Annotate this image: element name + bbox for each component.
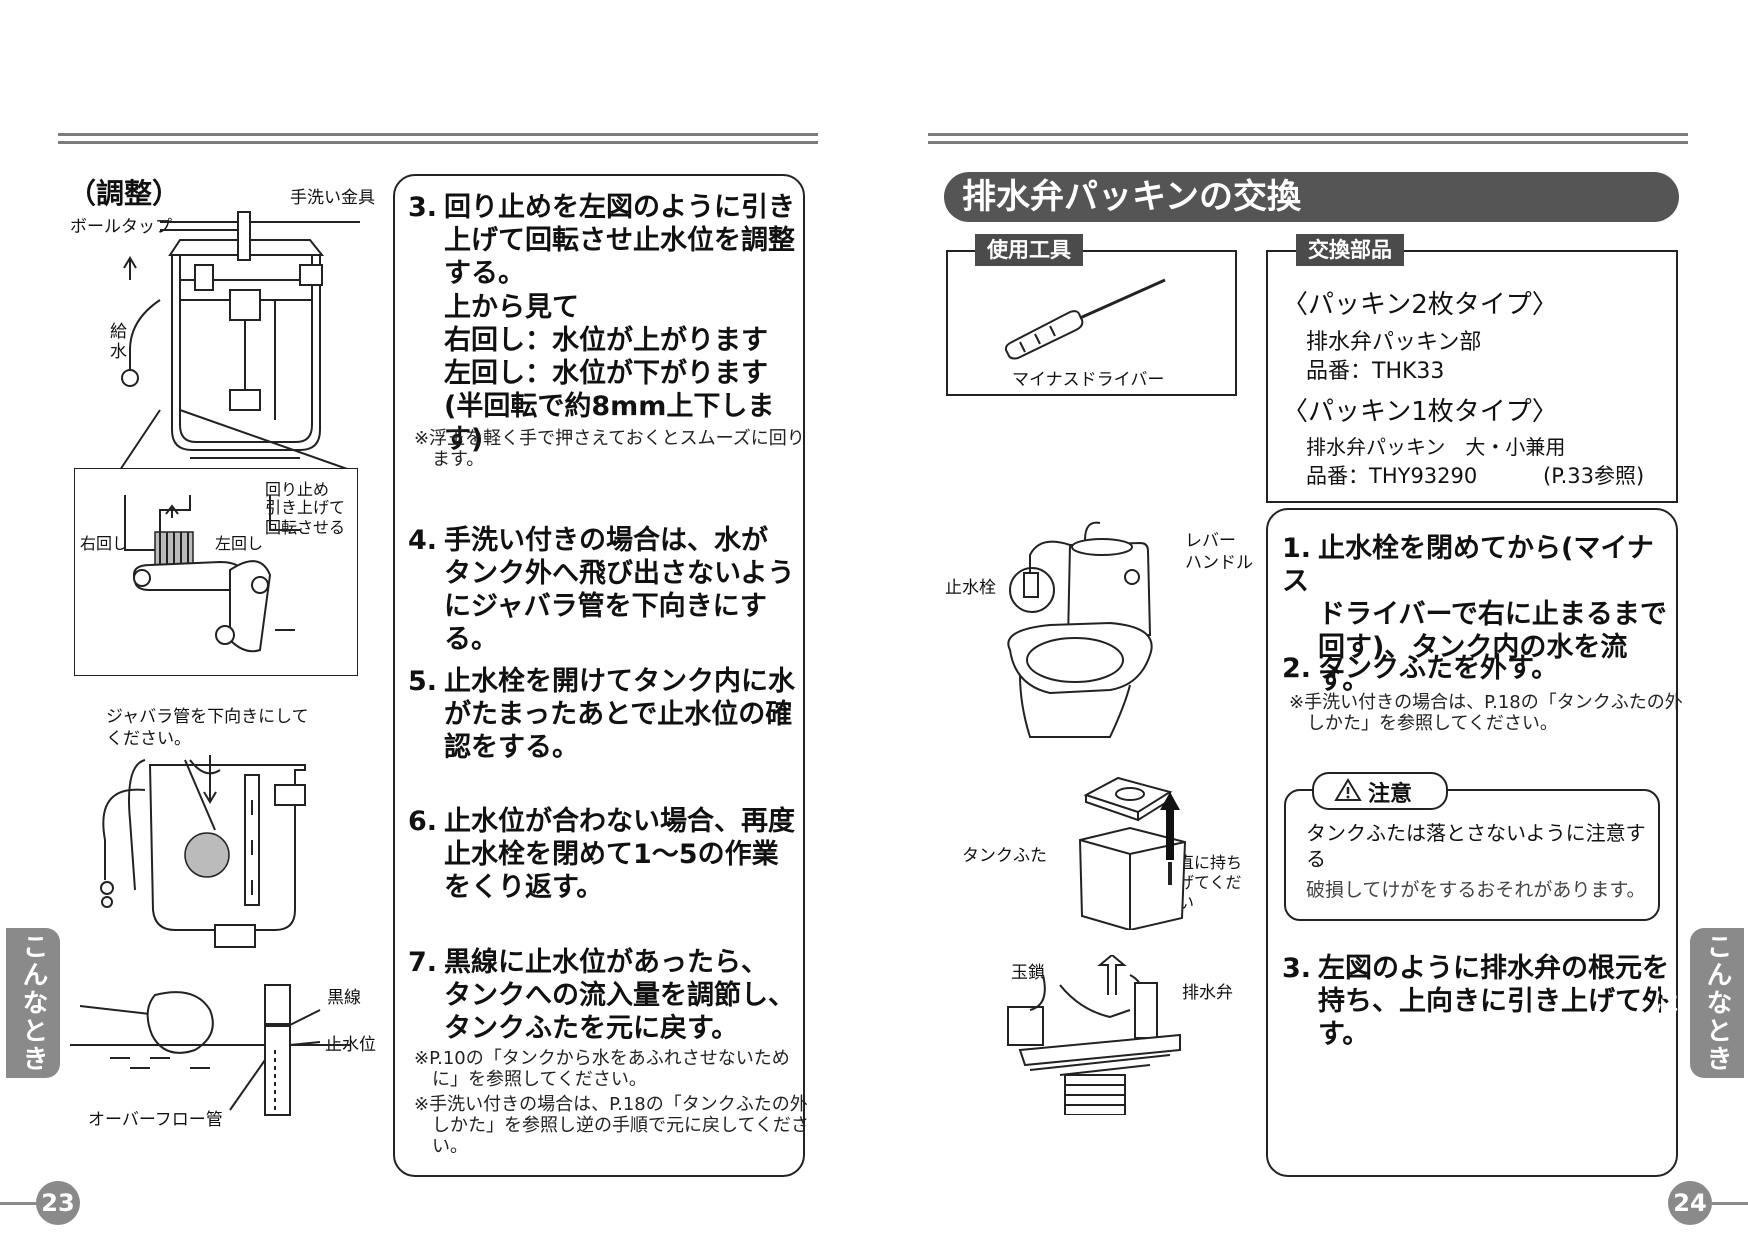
- right-step-3: 3.左図のように排水弁の根元を 持ち、上向きに引き上げて外 す。: [1282, 953, 1669, 1050]
- label-jabara: ジャバラ管を下向きにして ください。: [106, 707, 309, 749]
- step3-note: ※浮玉を軽く手で押さえておくとスムーズに回ります。: [414, 428, 805, 470]
- float-level-diagram: [70, 984, 350, 1116]
- tools-tag: 使用工具: [975, 234, 1083, 266]
- parts-type-1-ref: (P.33参照): [1543, 464, 1645, 488]
- step7-note-1: ※P.10の「タンクから水をあふれさせないために」を参照してください。: [414, 1048, 790, 1090]
- right-step-2: 2.タンクふたを外す。: [1282, 653, 1559, 684]
- caution-title: 注意: [1368, 782, 1413, 807]
- caution-bold-text: タンクふたは落とさないように注意する: [1306, 821, 1646, 871]
- adjust-heading: （調整）: [68, 177, 181, 210]
- tank-lid-diagram: [1078, 776, 1187, 930]
- left-step-6: 6.止水位が合わない場合、再度 止水栓を閉めて1～5の作業 をくり返す。: [408, 806, 795, 903]
- caution-label-box: [1312, 772, 1448, 810]
- jabara-tank-diagram: [100, 755, 306, 948]
- label-kokusen: 黒線: [327, 988, 361, 1008]
- drain-valve-diagram: [1007, 955, 1181, 1115]
- label-tesen-kanagu: 手洗い金具: [290, 188, 375, 208]
- parts-type-2-line-1: 排水弁パッキン部: [1306, 330, 1482, 355]
- warning-triangle-icon: [1334, 778, 1362, 801]
- page-number-23: 23: [36, 1181, 80, 1225]
- label-tamakusari: 玉鎖: [1011, 963, 1045, 983]
- left-steps-box: [393, 174, 805, 1177]
- parts-type-2-line-2: 品番：THK33: [1306, 359, 1445, 384]
- section-title: 排水弁パッキンの交換: [962, 177, 1301, 217]
- label-ball-tap: ボールタップ: [70, 217, 172, 237]
- caution-text: 破損してけがをするおそれがあります。: [1306, 879, 1646, 901]
- caution-box: [1284, 789, 1660, 921]
- right-page-line: [1712, 1202, 1748, 1205]
- tank-top-diagram: [119, 211, 360, 470]
- left-step-4: 4.手洗い付きの場合は、水が タンク外へ飛び出さないよう にジャバラ管を下向きに…: [408, 525, 795, 655]
- right-top-rule: [928, 133, 1688, 136]
- left-step-5: 5.止水栓を開けてタンク内に水 がたまったあとで止水位の確 認をする。: [408, 666, 795, 763]
- page-number-24: 24: [1668, 1181, 1712, 1225]
- left-side-tab[interactable]: こんなときは: [6, 928, 60, 1078]
- parts-type-2-heading: 〈パッキン2枚タイプ〉: [1282, 290, 1558, 320]
- label-haisuiben: 排水弁: [1182, 983, 1233, 1003]
- step7-note-2: ※手洗い付きの場合は、P.18の「タンクふたの外しかた」を参照し逆の手順で元に戻…: [414, 1094, 809, 1157]
- left-top-rule: [58, 133, 818, 136]
- parts-type-1-line-2: 品番：THY93290: [1306, 464, 1478, 488]
- detail-diagram: [124, 495, 300, 653]
- toilet-diagram: [1007, 521, 1153, 738]
- label-mawaridome: 回り止め: [265, 480, 330, 499]
- parts-box: [1266, 250, 1678, 503]
- step3-sub: 上から見て 右回し：水位が上がります 左回し：水位が下がります (半回転で約8m…: [444, 292, 775, 455]
- tools-box: [946, 250, 1237, 396]
- parts-type-1-heading: 〈パッキン1枚タイプ〉: [1282, 397, 1558, 427]
- label-shisuii: 止水位: [325, 1035, 376, 1055]
- step2-note: ※手洗い付きの場合は、P.18の「タンクふたの外しかた」を参照してください。: [1289, 692, 1683, 734]
- label-overflow: オーバーフロー管: [88, 1110, 223, 1130]
- tool-label: マイナスドライバー: [1012, 370, 1165, 390]
- left-page-line: [0, 1202, 40, 1205]
- parts-tag: 交換部品: [1296, 234, 1404, 266]
- label-hikiage: 引き上げて 回転させる: [265, 498, 346, 537]
- right-step-1: 1.止水栓を閉めてから(マイナス ドライバーで右に止まるまで 回す)、タンク内の…: [1282, 533, 1667, 696]
- screwdriver-icon: [1004, 278, 1166, 360]
- right-side-tab[interactable]: こんなときは: [1648, 928, 1744, 1078]
- label-shisuisen: 止水栓: [945, 578, 996, 598]
- label-migi-mawashi: 右回し: [80, 534, 129, 553]
- label-lever-handle: レバー ハンドル: [1185, 531, 1253, 573]
- parts-type-1-line-1: 排水弁パッキン 大・小兼用: [1306, 435, 1566, 459]
- left-step-3: 3.回り止めを左図のように引き 上げて回転させ止水位を調整 する。: [408, 192, 795, 289]
- label-hidari-mawashi: 左回し: [215, 534, 264, 553]
- left-step-7: 7.黒線に止水位があったら、 タンクへの流入量を調節し、 タンクふたを元に戻す。: [408, 947, 795, 1044]
- section-title-bar: [944, 172, 1679, 222]
- label-kyusui: 給水: [110, 322, 127, 362]
- right-top-rule-2: [928, 141, 1688, 144]
- label-tank-futa: タンクふた: [962, 846, 1047, 866]
- left-top-rule-2: [58, 141, 818, 144]
